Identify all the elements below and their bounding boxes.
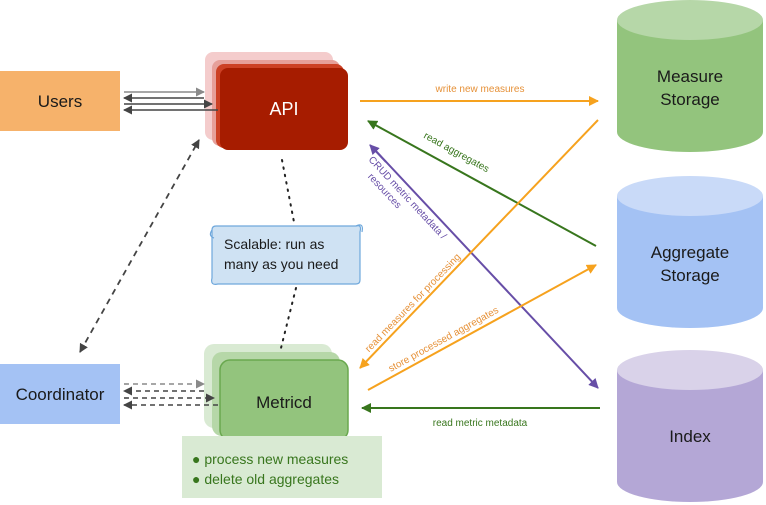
coordinator-metricd-arrows: [123, 379, 218, 410]
metricd-tasks: ● process new measures ● delete old aggr…: [182, 436, 382, 498]
read-metric-metadata-label: read metric metadata: [433, 418, 528, 429]
coordinator-label: Coordinator: [16, 385, 105, 404]
api-label: API: [269, 99, 298, 119]
scale-dotted-line-bottom: [279, 287, 297, 353]
aggregate-storage-line-2: Storage: [660, 266, 720, 285]
scalable-note: Scalable: run as many as you need: [209, 224, 363, 285]
read-aggregates-arrow: [367, 120, 597, 247]
coordinator-node: Coordinator: [0, 364, 120, 424]
index-node: Index: [617, 350, 763, 502]
index-label: Index: [669, 427, 711, 446]
scale-dotted-line-top: [281, 159, 295, 223]
metricd-node: Metricd: [204, 344, 349, 441]
note-line-1: Scalable: run as: [224, 236, 324, 252]
users-api-arrows: [123, 87, 218, 115]
coordinator-api-arrow: [79, 139, 200, 353]
crud-label: CRUD metric metadata / resources: [365, 155, 448, 242]
crud-arrow-to-api: [369, 144, 387, 163]
store-aggregates-arrow: [367, 264, 597, 391]
read-measures-arrow: [359, 119, 599, 369]
measure-storage-line-1: Measure: [657, 67, 723, 86]
note-line-2: many as you need: [224, 256, 338, 272]
task-delete-old-aggregates: ● delete old aggregates: [192, 471, 339, 487]
crud-label-line-1: CRUD metric metadata /: [366, 155, 448, 242]
write-new-measures-label: write new measures: [435, 84, 525, 95]
api-node: API: [205, 52, 348, 150]
crud-arrow-to-index: [374, 149, 599, 389]
users-node: Users: [0, 71, 120, 131]
task-process-new-measures: ● process new measures: [192, 451, 348, 467]
aggregate-storage-line-1: Aggregate: [651, 243, 729, 262]
measure-storage-node: Measure Storage: [617, 0, 763, 152]
aggregate-storage-node: Aggregate Storage: [617, 176, 763, 328]
metricd-label: Metricd: [256, 393, 312, 412]
measure-storage-line-2: Storage: [660, 90, 720, 109]
users-label: Users: [38, 92, 82, 111]
